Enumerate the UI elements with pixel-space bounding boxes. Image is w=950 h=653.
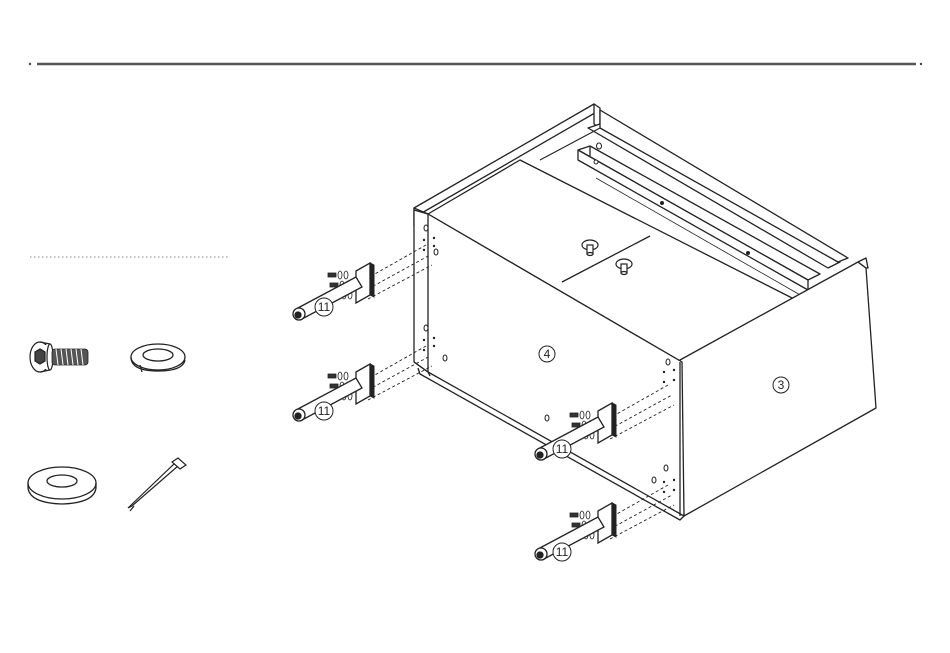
leg-assembly [293, 346, 432, 421]
svg-text:11: 11 [318, 300, 331, 314]
svg-text:4: 4 [544, 347, 551, 361]
svg-text:3: 3 [778, 378, 785, 392]
callout-leg-3: 11 [553, 440, 571, 458]
svg-text:11: 11 [556, 545, 569, 559]
cabinet-body [414, 104, 876, 520]
leg-assembly [293, 245, 432, 320]
callout-leg-1: 11 [315, 298, 333, 316]
svg-text:11: 11 [318, 404, 331, 418]
hex-socket-bolt-icon [30, 342, 88, 372]
callout-panel-front: 4 [539, 346, 555, 362]
callout-leg-2: 11 [315, 402, 333, 420]
header-rule [29, 63, 922, 65]
svg-text:11: 11 [556, 442, 569, 456]
flat-washer-icon [28, 467, 96, 504]
allen-key-icon [128, 458, 186, 511]
spring-washer-icon [131, 344, 185, 372]
callout-leg-4: 11 [553, 543, 571, 561]
callout-panel-side: 3 [773, 377, 789, 393]
